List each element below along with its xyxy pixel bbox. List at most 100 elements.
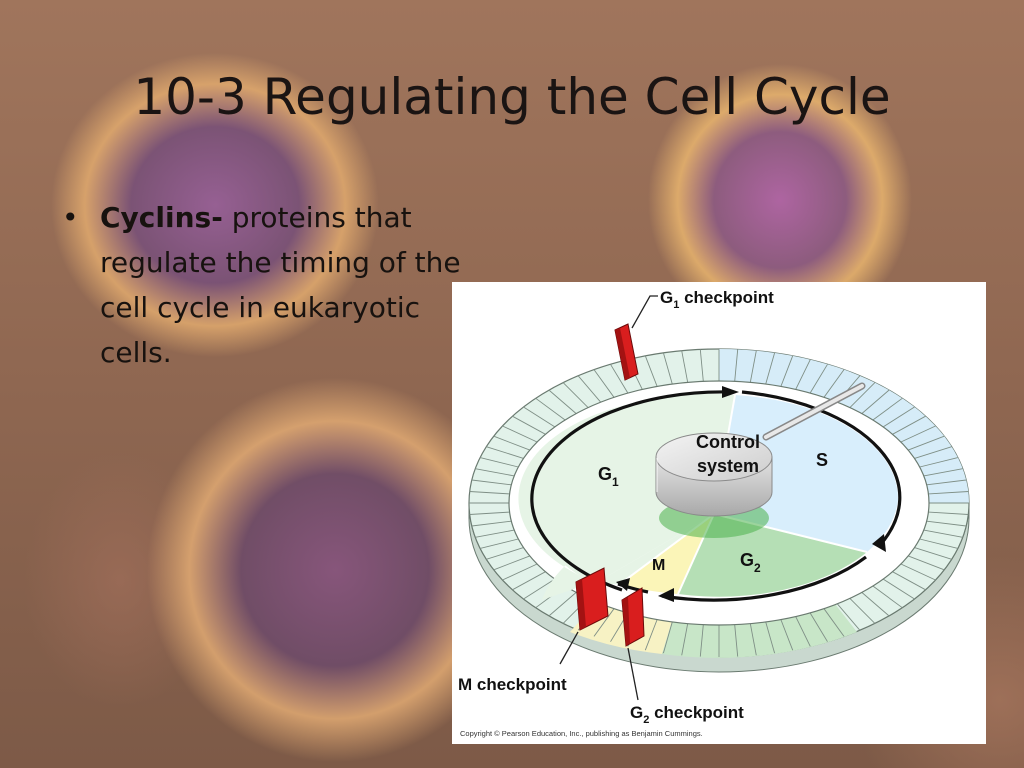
m-phase-label: M [652,557,665,574]
ring-segment-line [562,382,589,408]
ring-segment-line [780,355,794,387]
ring-segment-line [900,563,936,581]
ring-segment-line [548,592,577,617]
checkpoint-barriers [575,323,645,647]
g2-checkpoint-barrier [621,587,645,647]
ring-segment-line [849,598,876,624]
ring-segment-line [593,608,615,637]
ring-segment-line [523,406,556,428]
ring-segment-line [662,621,673,654]
ring-segment-line [523,578,556,600]
m-checkpoint-label: M checkpoint [458,675,567,694]
ring-segment-line [471,479,512,486]
ring-segment-line [479,457,519,468]
copyright-text: Copyright © Pearson Education, Inc., pub… [460,729,703,738]
ring-segment-line [836,603,861,631]
cell-cycle-diagram: G1 checkpoint Control system G1 S G2 M M… [452,282,986,744]
ring-segment-line [469,511,510,515]
g1-leader [631,295,658,329]
ring-segment-line [923,529,963,538]
arrow-s [741,390,902,547]
ring-segment-line [644,355,658,387]
ring-segment-line [493,555,530,571]
arrow-m [617,582,649,594]
ring-segment-line [892,415,926,435]
ring-segment-line [469,491,510,495]
ring-segment-line [823,369,845,398]
ring-segment-line [502,563,538,581]
control-system-label-line1: Control [696,432,760,452]
arrow-g2 [661,555,867,602]
ring-segment-line [765,621,776,654]
ring-segment-line [749,623,757,656]
arrow-heads [616,386,886,602]
ring-segment-line [780,619,794,651]
g1-checkpoint-barrier [614,323,639,381]
ring-segment-line [734,624,739,657]
ring-segment-line [610,364,629,394]
ring-segment-line [535,397,566,421]
bullet-marker: • [62,201,79,234]
g2-checkpoint-label: G2 checkpoint [630,703,744,726]
ring-segment-line [823,608,845,637]
ring-segment-line [699,349,704,382]
bullet-term: Cyclins- [100,201,223,234]
slide-title: 10-3 Regulating the Cell Cycle [133,68,891,126]
g1-phase-label: G1 [598,464,619,489]
ring-segment-line [486,547,524,560]
ring-segment-line [872,397,903,421]
ring-segment-line [662,352,673,385]
ring-segment-line [493,435,530,451]
g2-phase-label: G2 [740,550,761,575]
ring-segment-line [512,571,546,591]
arrow-g1 [530,390,728,592]
ring-segment-line [861,389,890,414]
ring-segment-line [926,479,967,486]
control-system-label-line2: system [697,456,759,476]
m-checkpoint-barrier [575,567,609,631]
ring-segment-line [892,571,926,591]
g1-checkpoint-label: G1 checkpoint [660,288,774,311]
ring-segment-line [475,468,515,477]
ring-segment-line [734,349,739,382]
bullet-text: Cyclins- proteins that regulate the timi… [100,195,470,375]
ring-segment-line [923,468,963,477]
control-system-disc [655,382,866,538]
ring-segment-line [809,364,828,394]
ring-segment-line [644,619,658,651]
cycle-arrows [530,390,902,602]
ring-segment-line [577,375,602,403]
ring-segment-line [908,555,945,571]
ring-segment-line [928,491,969,495]
ring-segment-line [749,350,757,383]
ring-segment-line [681,350,689,383]
ring-segment-line [795,359,811,390]
ring-segment-line [914,446,952,459]
ring-segment-line [926,520,967,527]
ring-segment-line [928,511,969,515]
ring-segment-line [681,623,689,656]
ring-segment-line [882,578,915,600]
ring-segment-line [471,520,512,527]
ring-segment-line [809,612,828,642]
ring-segment-line [512,415,546,435]
bullet-definition: proteins that regulate the timing of the… [100,201,461,369]
ring-segment-line [548,389,577,414]
ring-segment-line [900,425,936,443]
ring-segment-line [475,529,515,538]
m-leader [559,631,579,665]
g2-leader [627,647,639,701]
ring-segment-line [765,352,776,385]
ring-segment-line [919,457,959,468]
ring-segment-line [919,538,959,549]
ring-segment-line [593,369,615,398]
ring-segment-line [486,446,524,459]
ring-segment-line [795,616,811,647]
ring-segment-line [502,425,538,443]
s-phase-label: S [816,450,828,470]
ring-segment-line [914,547,952,560]
ring-segment-line [861,592,890,617]
ring-segment-line [908,435,945,451]
ring-segment-line [882,406,915,428]
cell-cycle-svg: G1 checkpoint Control system G1 S G2 M M… [458,288,970,738]
